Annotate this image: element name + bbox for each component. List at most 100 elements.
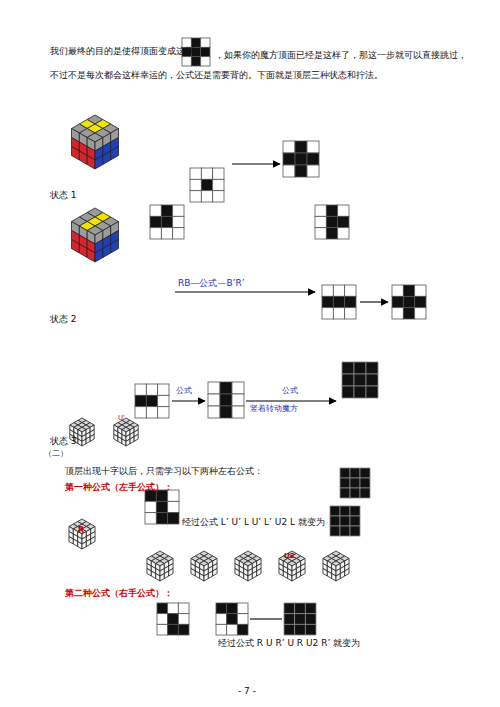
body-text: 我们最终的目的是使得顶面变成这样 xyxy=(50,46,194,58)
grid-cell xyxy=(284,614,295,625)
grid-cell xyxy=(330,526,340,536)
grid-cell xyxy=(237,614,248,625)
grid-cell xyxy=(237,624,248,635)
cube-sticker xyxy=(288,574,292,582)
move-mark: U' xyxy=(118,414,125,423)
cube-picture xyxy=(69,519,95,549)
cube-sticker xyxy=(126,439,130,446)
formula-text: 经过公式 L’ U’ L U’ L’ U2 L 就变为 xyxy=(182,517,325,529)
step-arrow xyxy=(246,400,336,401)
grid-cell xyxy=(178,603,189,614)
grid-cell xyxy=(191,57,200,66)
cube-sticker xyxy=(134,434,138,441)
grid-cell xyxy=(168,603,179,614)
join-line xyxy=(250,618,282,619)
grid-cell xyxy=(156,501,167,512)
cube-sticker xyxy=(86,539,90,547)
top-face-grid xyxy=(145,490,179,524)
grid-cell xyxy=(340,526,350,536)
cube-picture xyxy=(72,115,119,169)
grid-cell xyxy=(283,141,295,153)
grid-cell xyxy=(158,407,169,418)
grid-cell xyxy=(326,205,337,216)
grid-cell xyxy=(295,153,307,165)
cube-sticker xyxy=(87,156,95,170)
grid-cell xyxy=(201,38,210,47)
grid-cell xyxy=(295,614,306,625)
grid-cell xyxy=(360,488,370,498)
grid-cell xyxy=(350,526,360,536)
grid-cell xyxy=(161,205,172,216)
cube-sticker xyxy=(87,249,95,263)
grid-cell xyxy=(403,285,414,296)
grid-cell xyxy=(392,308,403,319)
cube-picture xyxy=(114,418,138,446)
grid-cell xyxy=(322,285,333,296)
grid-cell xyxy=(350,516,360,526)
cube-sticker xyxy=(82,542,86,550)
grid-cell xyxy=(345,296,356,307)
cube-sticker xyxy=(103,244,111,258)
grid-cell xyxy=(178,614,189,625)
grid-cell xyxy=(360,468,370,478)
cube-sticker xyxy=(78,542,82,550)
body-text: 顶层出现十字以后，只需学习以下两种左右公式： xyxy=(65,466,263,478)
cube-sticker xyxy=(78,439,82,446)
cube-sticker xyxy=(239,571,243,579)
grid-cell xyxy=(295,603,306,614)
grid-cell xyxy=(237,603,248,614)
grid-cell xyxy=(190,179,201,190)
top-face-grid xyxy=(208,382,244,418)
step-arrow xyxy=(232,163,280,164)
cube-sticker xyxy=(164,571,168,579)
cube-sticker xyxy=(156,574,160,582)
cube-sticker xyxy=(147,569,151,577)
top-face-grid xyxy=(284,603,316,635)
grid-cell xyxy=(366,374,378,386)
cube-sticker xyxy=(169,569,173,577)
grid-cell xyxy=(295,624,306,635)
formula-label: 公式 xyxy=(282,386,298,396)
grid-cell xyxy=(315,228,326,239)
cube-sticker xyxy=(95,156,103,170)
grid-cell xyxy=(340,506,350,516)
grid-cell xyxy=(305,624,316,635)
cube-sticker xyxy=(279,569,283,577)
step-arrow xyxy=(175,291,315,292)
grid-cell xyxy=(307,141,319,153)
grid-cell xyxy=(145,501,156,512)
cube-sticker xyxy=(257,569,261,577)
cube-sticker xyxy=(86,437,90,444)
grid-cell xyxy=(315,205,326,216)
cube-sticker xyxy=(130,437,134,444)
grid-cell xyxy=(360,478,370,488)
cube-sticker xyxy=(252,571,256,579)
top-face-grid xyxy=(216,603,248,635)
cube-sticker xyxy=(91,537,95,545)
grid-cell xyxy=(350,488,360,498)
grid-cell xyxy=(345,308,356,319)
grid-cell xyxy=(201,191,212,202)
grid-cell xyxy=(135,395,146,406)
step-note: 竖着转动魔方 xyxy=(250,404,298,414)
grid-cell xyxy=(338,216,349,227)
step-arrow xyxy=(172,400,205,401)
grid-cell xyxy=(208,394,220,406)
grid-cell xyxy=(284,624,295,635)
cube-sticker xyxy=(296,571,300,579)
grid-cell xyxy=(208,406,220,418)
grid-cell xyxy=(213,179,224,190)
grid-cell xyxy=(333,296,344,307)
grid-cell xyxy=(340,516,350,526)
cube-sticker xyxy=(79,244,87,258)
grid-cell xyxy=(326,216,337,227)
grid-cell xyxy=(190,168,201,179)
grid-cell xyxy=(216,603,227,614)
grid-cell xyxy=(326,228,337,239)
grid-cell xyxy=(158,395,169,406)
grid-cell xyxy=(146,407,157,418)
cube-sticker xyxy=(323,569,327,577)
grid-cell xyxy=(173,205,184,216)
grid-cell xyxy=(350,506,360,516)
